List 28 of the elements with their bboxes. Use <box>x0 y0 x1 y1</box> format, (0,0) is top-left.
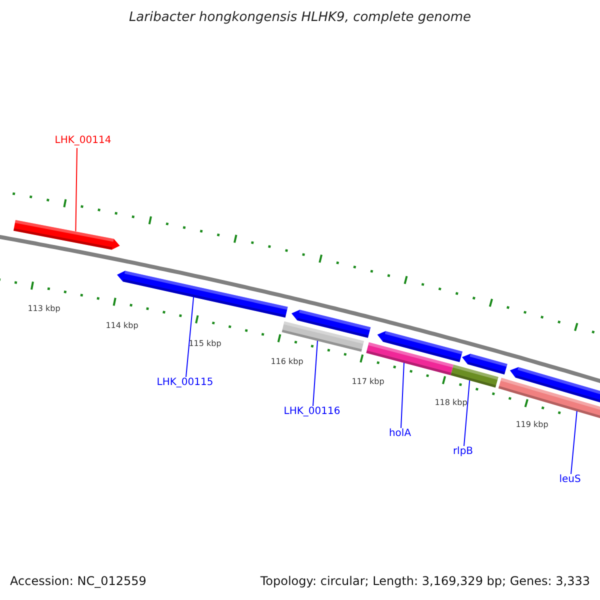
gene-segment <box>450 364 498 388</box>
gene-segment <box>117 270 288 318</box>
leader-line <box>312 340 318 406</box>
gene-label: LHK_00114 <box>54 135 112 147</box>
scale-label: 118 kbp <box>434 398 468 408</box>
gene-segment <box>14 220 120 250</box>
gene-segment <box>462 354 508 374</box>
gene-segment <box>377 331 462 362</box>
gene-segment <box>510 367 600 402</box>
gene-segment <box>282 321 364 352</box>
gene-label: LHK_00116 <box>284 406 340 418</box>
scale-label: 115 kbp <box>188 339 222 349</box>
leader-line <box>464 380 470 446</box>
genome-info-text: Topology: circular; Length: 3,169,329 bp; Genes: 3,333 <box>260 574 590 588</box>
leader-line <box>186 296 194 378</box>
gene-segment <box>292 310 371 338</box>
diagram-title: Laribacter hongkongensis HLHK9, complete genome <box>128 10 472 25</box>
gene-segment <box>498 378 600 419</box>
gene-label: holA <box>388 428 412 440</box>
gene-label: leuS <box>559 474 581 486</box>
leader-line <box>400 362 404 428</box>
leader-line <box>75 148 78 232</box>
leader-line <box>570 410 578 474</box>
accession-text: Accession: NC_012559 <box>10 574 146 588</box>
scale-label: 113 kbp <box>28 304 60 314</box>
gene-label: LHK_00115 <box>156 377 214 389</box>
gene-segment <box>366 342 454 376</box>
gene-label: rlpB <box>452 446 474 458</box>
